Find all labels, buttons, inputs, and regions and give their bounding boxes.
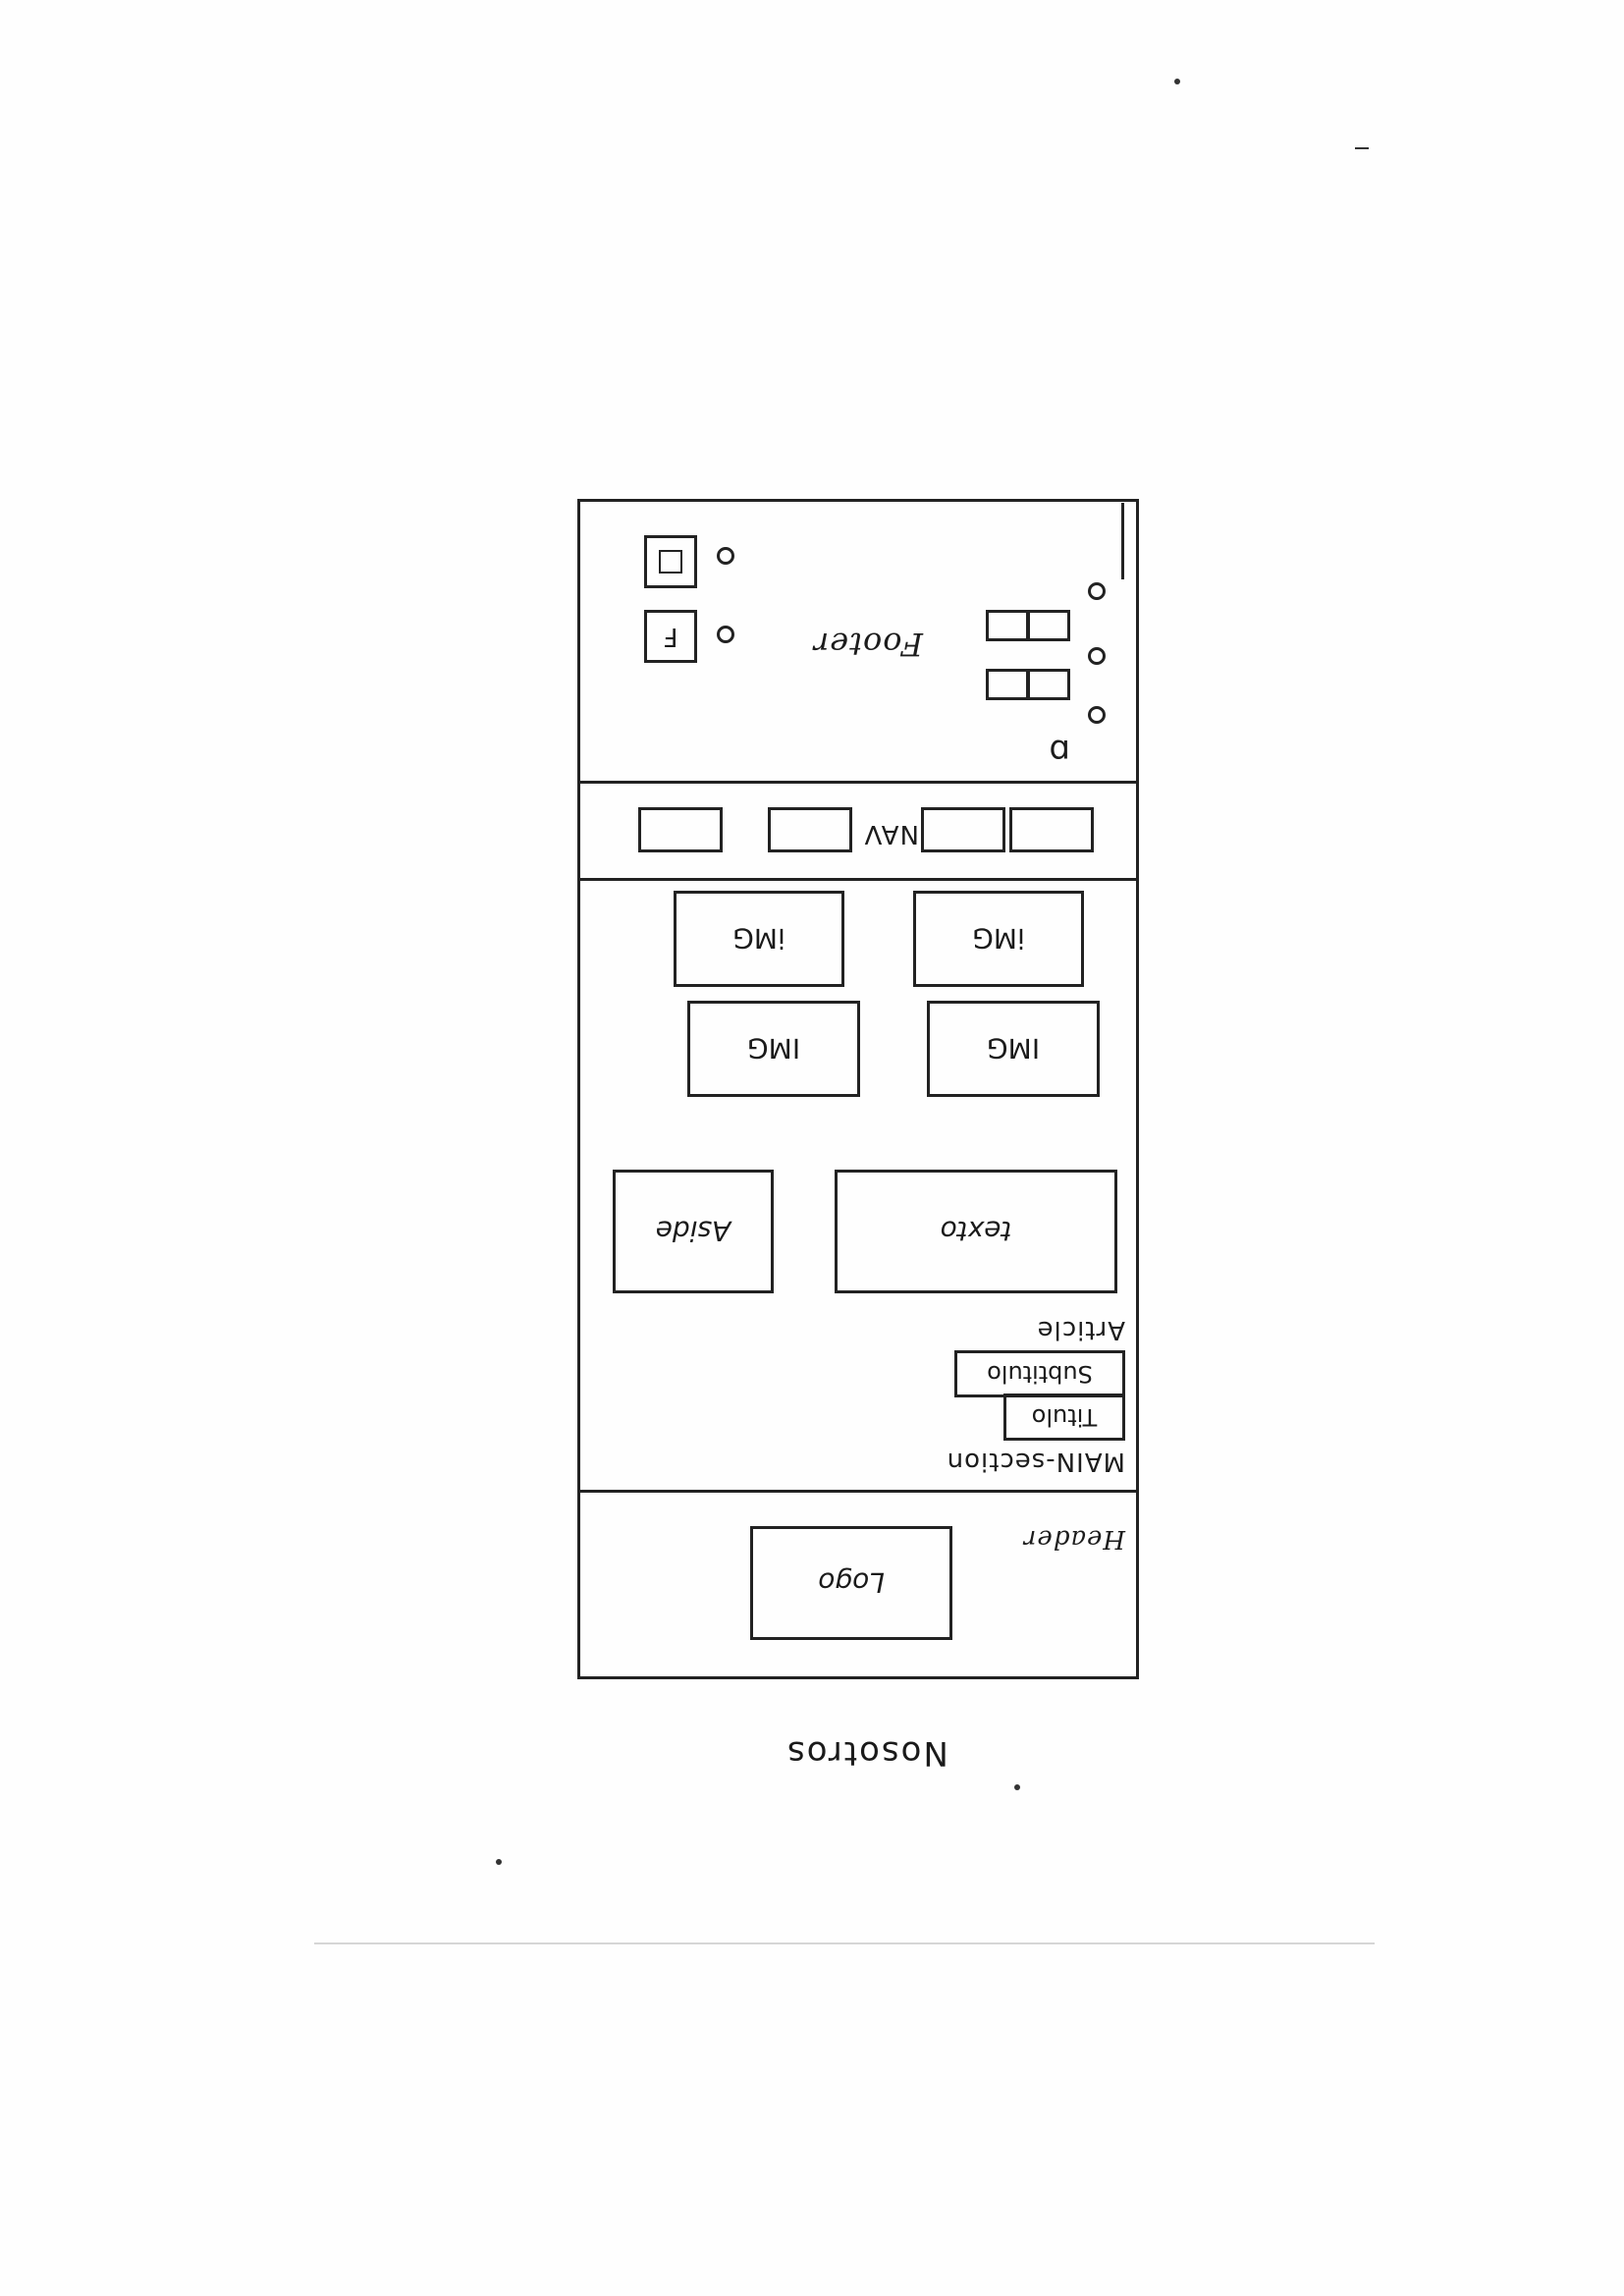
main-section-label: MAIN-section: [946, 1447, 1125, 1476]
page-caption: Nosotros: [785, 1733, 948, 1773]
paper-speck: [1174, 79, 1180, 84]
footer-link-box[interactable]: [1027, 669, 1070, 700]
wireframe: Header Logo MAIN-section Titulo Subtitul…: [577, 499, 1139, 1679]
logo-label: Logo: [818, 1566, 885, 1600]
header-label: Header: [1022, 1524, 1125, 1554]
footer-link-box[interactable]: [986, 669, 1029, 700]
header-section: Header Logo: [579, 1490, 1139, 1679]
image-placeholder: iMG: [674, 891, 844, 987]
paper-speck: [1355, 147, 1369, 149]
nav-label: NAV: [863, 819, 919, 848]
main-section: MAIN-section Titulo Subtitulo Article te…: [579, 878, 1139, 1490]
image-placeholder: IMG: [927, 1001, 1100, 1097]
aside-box: Aside: [613, 1170, 774, 1293]
footer-top-glyph: ɒ: [1048, 732, 1070, 771]
bullet-icon: [1088, 582, 1106, 600]
title-label: Titulo: [1031, 1403, 1098, 1431]
facebook-icon-label: F: [663, 622, 678, 651]
article-label: Article: [1036, 1315, 1125, 1344]
footer-section: ɒ Footer F: [579, 508, 1139, 781]
bullet-icon: [717, 626, 734, 643]
text-box: texto: [835, 1170, 1117, 1293]
image-label: IMG: [986, 1032, 1041, 1066]
facebook-icon[interactable]: F: [644, 610, 697, 663]
subtitle-label: Subtitulo: [987, 1360, 1093, 1388]
bullet-icon: [1088, 706, 1106, 724]
footer-link-box[interactable]: [1027, 610, 1070, 641]
footer-label: Footer: [812, 626, 923, 663]
paper-edge: [314, 1942, 1375, 1944]
bullet-icon: [717, 547, 734, 565]
image-placeholder: IMG: [687, 1001, 860, 1097]
nav-item[interactable]: [921, 807, 1005, 852]
footer-link-box[interactable]: [986, 610, 1029, 641]
image-label: IMG: [746, 1032, 801, 1066]
nav-item[interactable]: [1009, 807, 1094, 852]
instagram-icon[interactable]: [644, 535, 697, 588]
nav-section: NAV: [579, 781, 1139, 878]
nav-item[interactable]: [768, 807, 852, 852]
aside-box-label: Aside: [655, 1215, 731, 1248]
nav-item[interactable]: [638, 807, 723, 852]
text-box-label: texto: [940, 1215, 1012, 1248]
margin-line: [1121, 503, 1124, 579]
logo-box: Logo: [750, 1526, 952, 1640]
bullet-icon: [1088, 647, 1106, 665]
image-placeholder: iMG: [913, 891, 1084, 987]
instagram-icon-inner: [659, 550, 682, 574]
image-label: iMG: [732, 922, 785, 956]
paper-speck: [496, 1859, 502, 1865]
paper-speck: [1014, 1784, 1020, 1790]
image-label: iMG: [972, 922, 1025, 956]
title-box: Titulo: [1003, 1394, 1125, 1441]
subtitle-box: Subtitulo: [954, 1350, 1125, 1397]
